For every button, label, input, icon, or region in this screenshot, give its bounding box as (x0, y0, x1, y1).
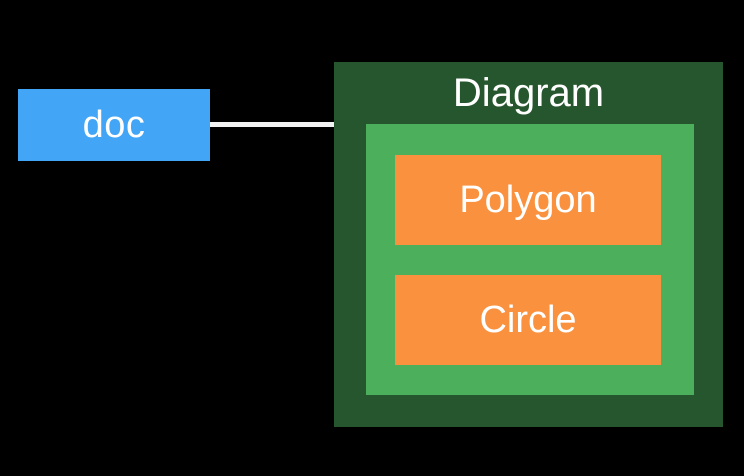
node-polygon-label: Polygon (459, 179, 597, 221)
connector-doc-to-diagram (210, 122, 362, 127)
node-doc[interactable]: doc (18, 89, 210, 161)
shape-group[interactable]: Polygon Circle (366, 124, 694, 395)
node-polygon[interactable]: Polygon (395, 155, 661, 245)
node-doc-label: doc (82, 104, 146, 146)
container-diagram-title: Diagram (452, 71, 605, 115)
node-circle[interactable]: Circle (395, 275, 661, 365)
node-circle-label: Circle (479, 299, 577, 341)
